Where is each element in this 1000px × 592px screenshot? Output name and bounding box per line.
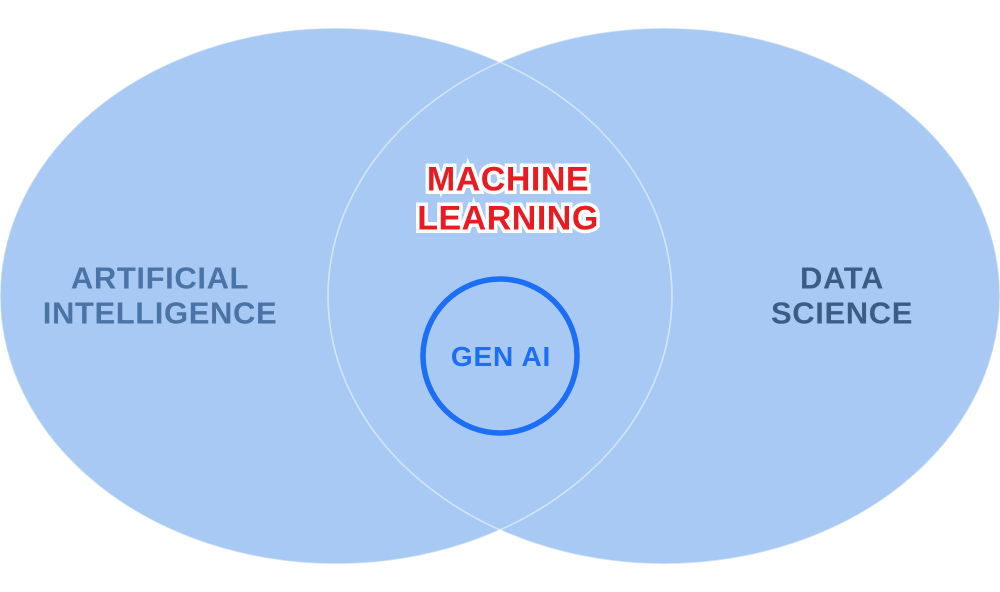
gen-ai-label: GEN AI	[450, 341, 552, 372]
gen-ai-circle	[420, 276, 580, 436]
machine-learning-label: MACHINE LEARNING MACHINE LEARNING	[414, 157, 602, 241]
data-science-label: DATA SCIENCE	[770, 260, 914, 331]
venn-left-circle-edge	[0, 27, 673, 565]
artificial-intelligence-label: ARTIFICIAL INTELLIGENCE	[42, 260, 278, 331]
machine-learning-label-text: MACHINE LEARNING	[417, 160, 599, 238]
venn-right-circle-edge	[327, 27, 1000, 565]
machine-learning-label-outline: MACHINE LEARNING	[414, 157, 602, 241]
venn-right-circle	[328, 28, 1000, 564]
